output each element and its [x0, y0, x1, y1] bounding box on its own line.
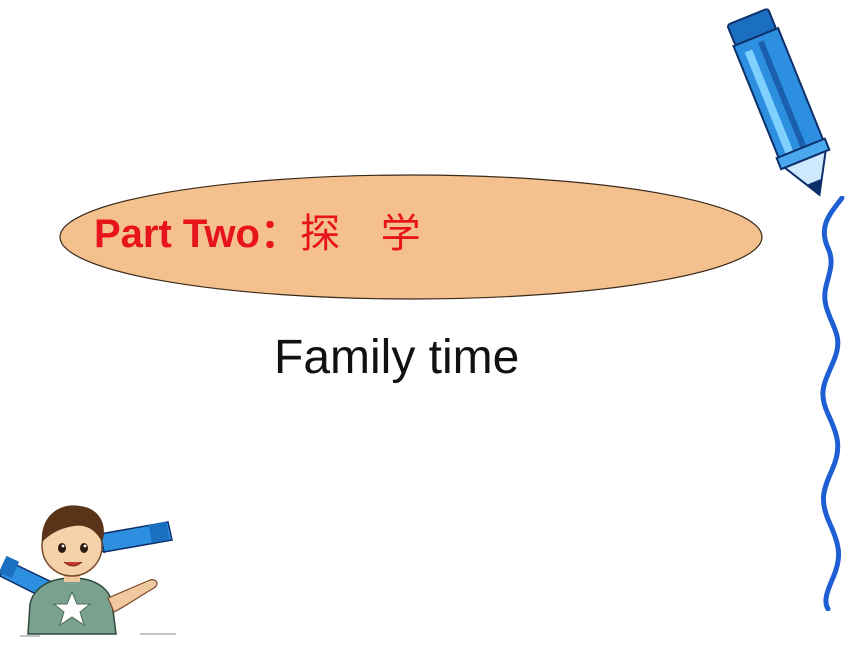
- section-title: Part Two：探 学: [94, 214, 435, 254]
- pen-icon: [727, 8, 831, 197]
- section-title-label: Part Two: [94, 212, 260, 256]
- title-oval: [59, 174, 763, 300]
- boy-illustration: [0, 505, 176, 637]
- section-title-chinese: 探 学: [299, 211, 435, 257]
- slide-subtitle: Family time: [274, 331, 520, 384]
- wavy-line-decoration: [820, 196, 845, 611]
- section-title-separator: ：: [259, 212, 300, 256]
